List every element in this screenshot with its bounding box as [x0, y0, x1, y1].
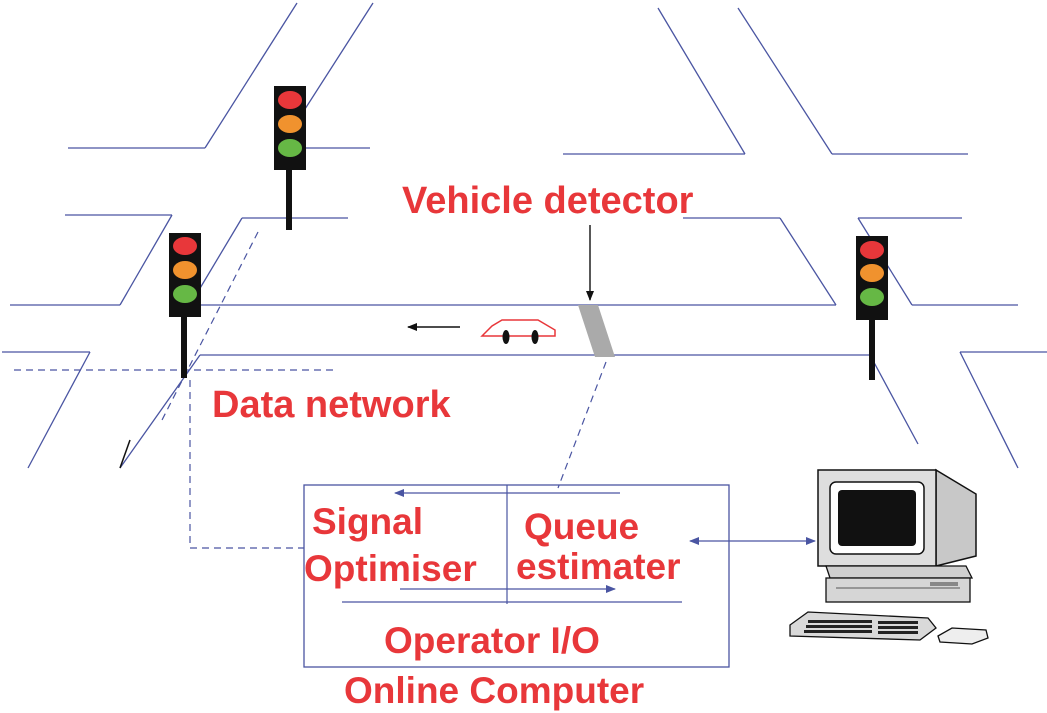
- traffic-light-icon: [856, 236, 888, 380]
- online-computer-box: [303, 484, 816, 668]
- data-network-lines: [14, 231, 607, 549]
- road-network: [2, 2, 1047, 469]
- online-computer-label: Online Computer: [344, 670, 645, 711]
- vehicle-detector-label: Vehicle detector: [402, 180, 694, 222]
- data-network-label: Data network: [212, 384, 451, 426]
- traffic-light-icon: [169, 233, 201, 378]
- traffic-light-icon: [274, 86, 306, 230]
- queue-estimater-label-line2: estimater: [516, 546, 681, 587]
- vehicle-detector-zone: [578, 305, 615, 357]
- desktop-computer-icon: [789, 468, 989, 645]
- signal-optimiser-label-line1: Signal: [312, 501, 424, 542]
- queue-estimater-label-line1: Queue: [524, 506, 640, 547]
- signal-optimiser-label-line2: Optimiser: [304, 548, 477, 589]
- car-icon: [480, 319, 556, 344]
- operator-io-label: Operator I/O: [384, 620, 600, 661]
